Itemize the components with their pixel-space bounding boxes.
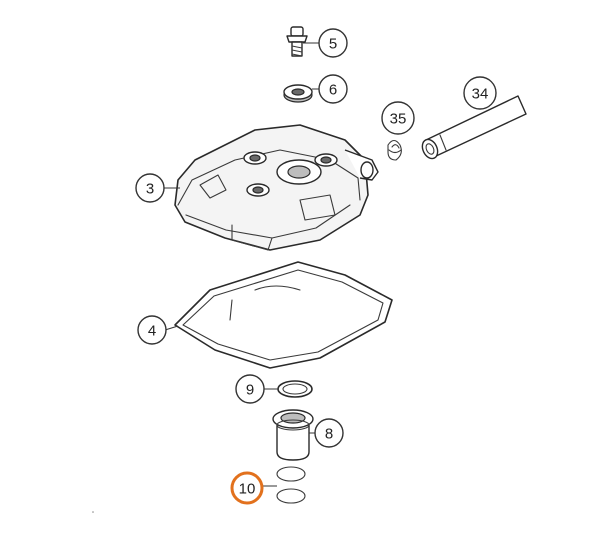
- callout-label-35: 35: [390, 111, 407, 128]
- callout-label-5: 5: [329, 36, 337, 53]
- callout-label-8: 8: [325, 426, 333, 443]
- callout-label-10: 10: [239, 481, 256, 498]
- callout-label-6: 6: [329, 82, 337, 99]
- callout-8[interactable]: 8: [314, 418, 344, 448]
- callout-35[interactable]: 35: [381, 101, 415, 135]
- callout-6[interactable]: 6: [318, 74, 348, 104]
- part-oring: [277, 380, 313, 398]
- part-sleeve: [272, 409, 314, 461]
- callout-label-34: 34: [472, 86, 489, 103]
- callout-label-3: 3: [146, 181, 154, 198]
- part-gasket: [174, 261, 393, 369]
- part-valve-cover: [174, 124, 379, 251]
- part-washer: [283, 84, 313, 103]
- part-bolt: [286, 26, 308, 57]
- callout-34[interactable]: 34: [463, 76, 497, 110]
- part-seal-rings: [276, 466, 306, 504]
- callout-5[interactable]: 5: [318, 28, 348, 58]
- callout-label-4: 4: [148, 323, 156, 340]
- callout-label-9: 9: [246, 382, 254, 399]
- stray-dot: [92, 511, 94, 513]
- part-clamp: [387, 139, 402, 161]
- callout-10[interactable]: 10: [230, 471, 264, 505]
- callout-9[interactable]: 9: [235, 374, 265, 404]
- part-hose: [421, 95, 527, 160]
- leader-lines: [164, 42, 319, 487]
- callout-3[interactable]: 3: [135, 173, 165, 203]
- callout-4[interactable]: 4: [137, 315, 167, 345]
